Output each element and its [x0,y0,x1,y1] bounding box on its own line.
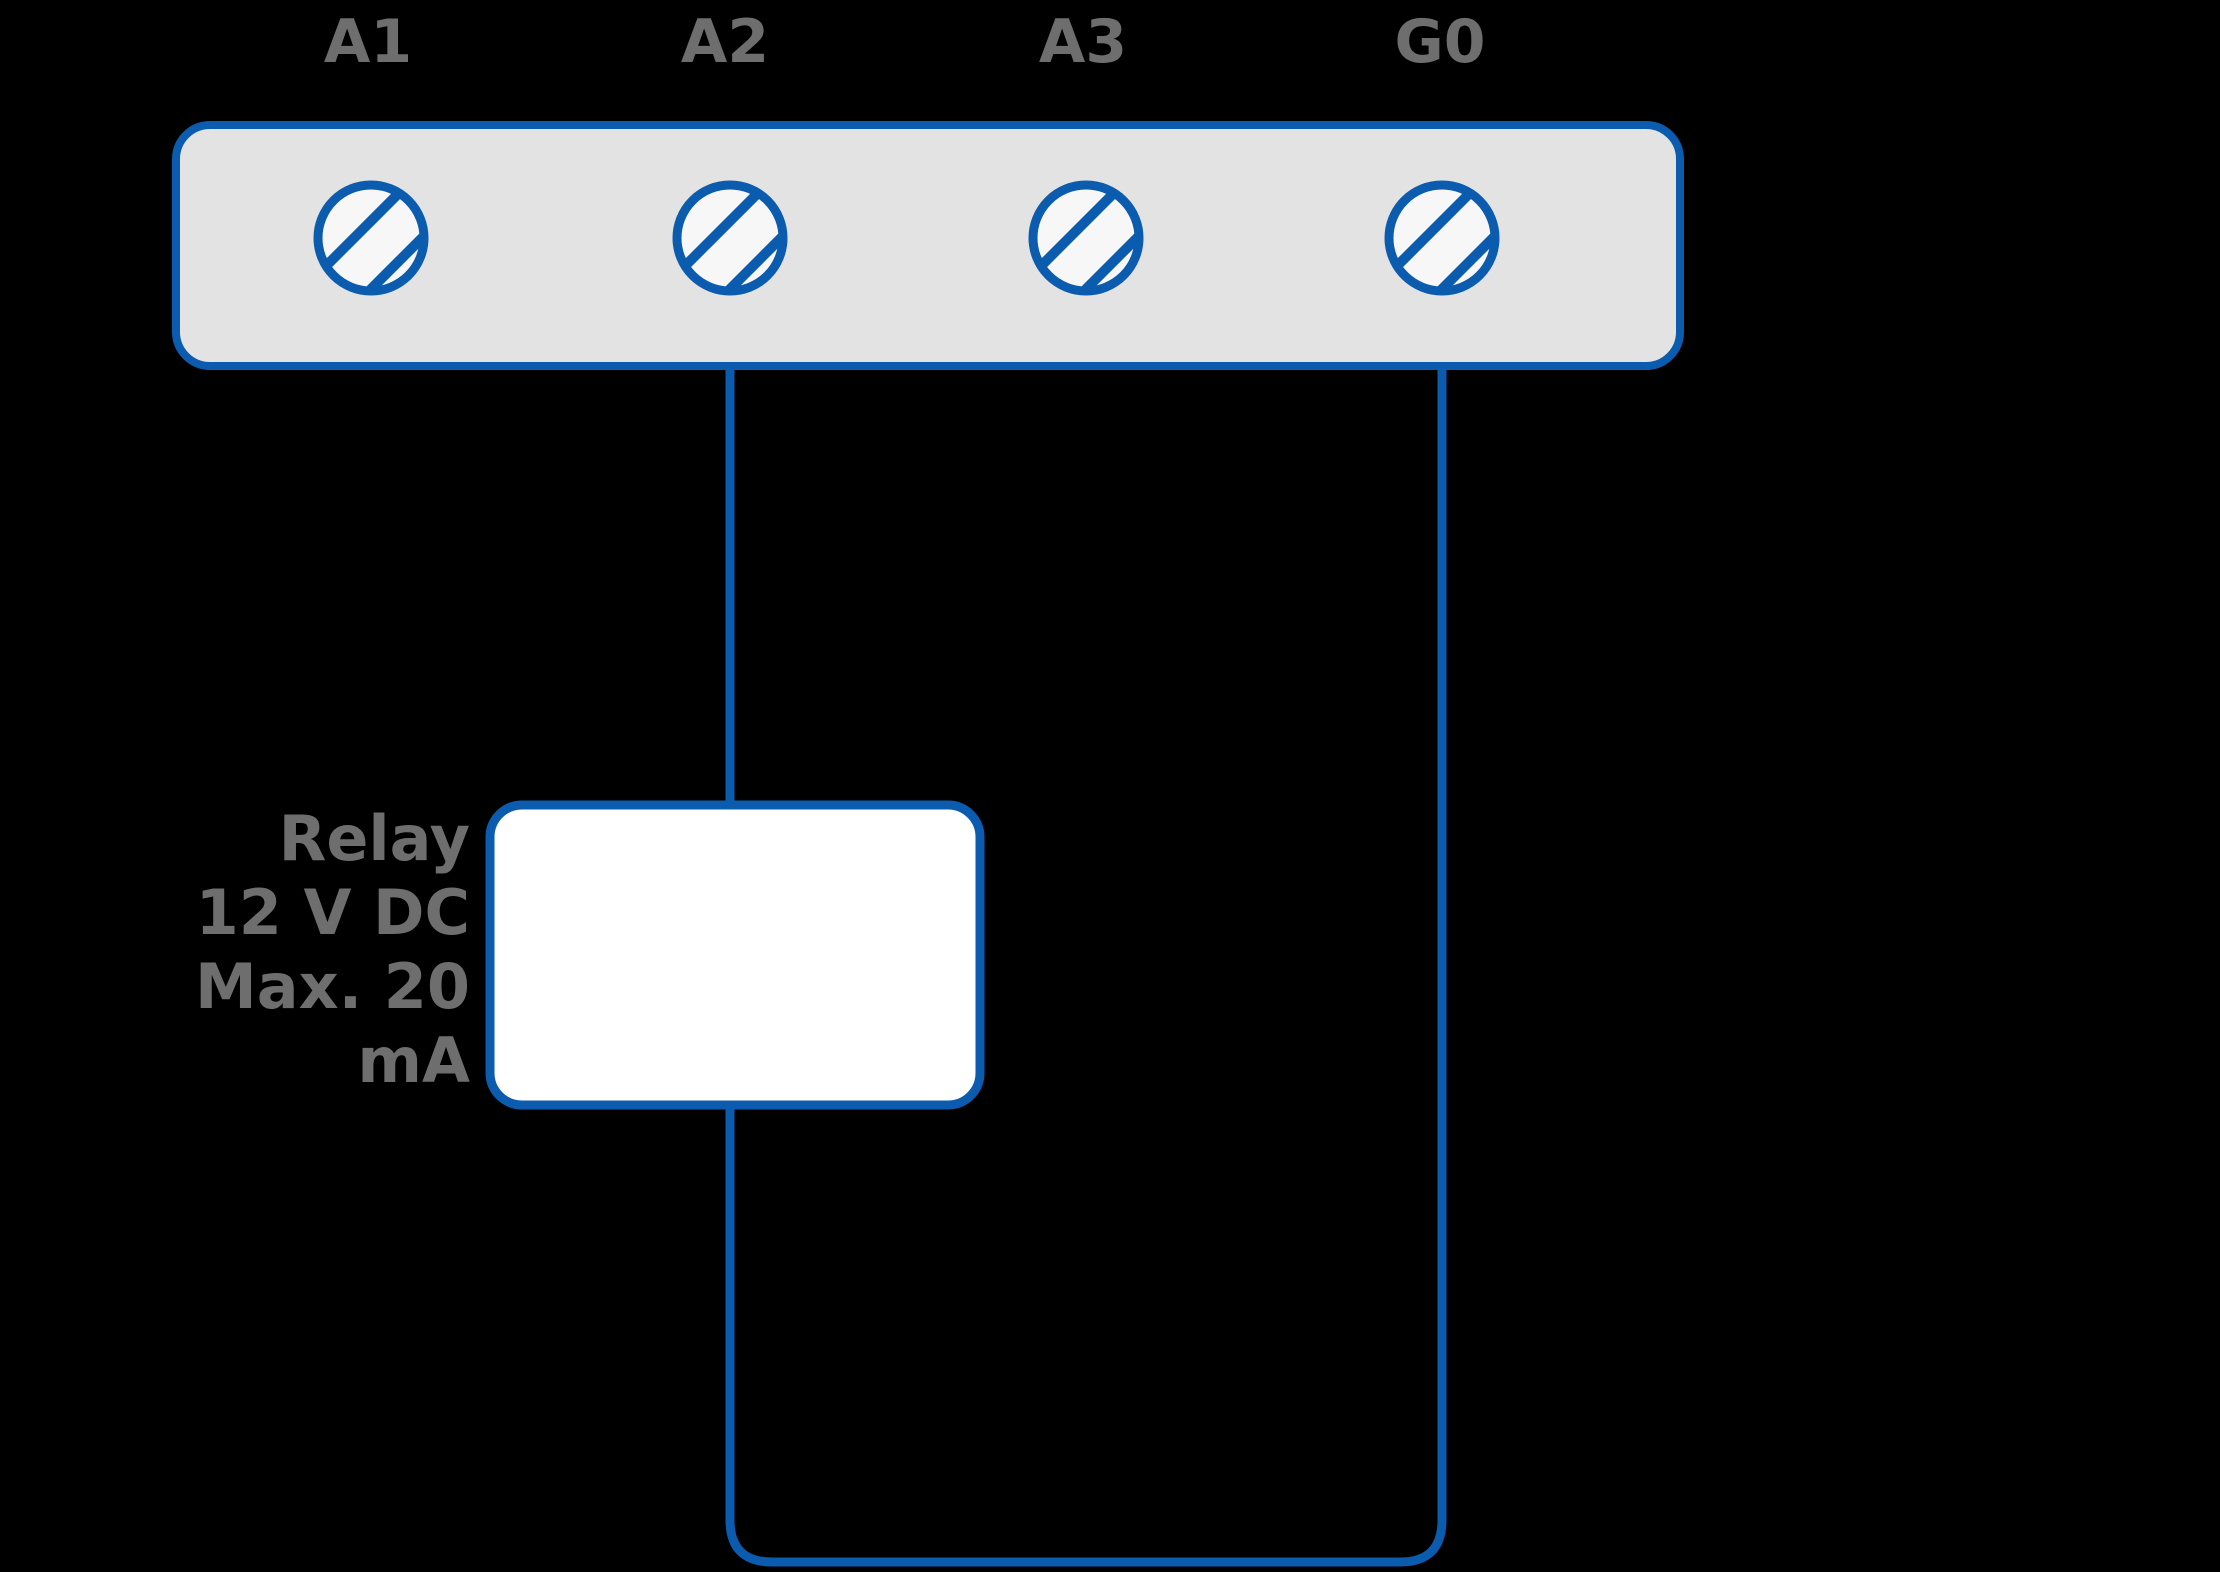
terminal-label-a2: A2 [681,7,769,77]
terminal-label-a1: A1 [324,7,412,77]
screw-terminal-strip [172,121,1684,370]
relay-caption-line-3: Max. 20 [195,950,470,1023]
screw-slot-icon [672,180,788,296]
screw-slot-icon [1028,180,1144,296]
relay-coil-box[interactable] [485,800,985,1110]
relay-caption-line-1: Relay [279,802,470,875]
screw-slot-icon [1384,180,1500,296]
screw-slot-icon [313,180,429,296]
terminal-block-body [172,121,1684,370]
relay-caption-line-4: mA [357,1024,470,1097]
terminal-label-g0: G0 [1395,7,1486,77]
relay-caption: Relay 12 V DC Max. 20 mA [195,802,470,1097]
relay-caption-line-2: 12 V DC [196,876,470,949]
terminal-label-a3: A3 [1039,7,1127,77]
relay-loop-wire [725,366,1447,1567]
